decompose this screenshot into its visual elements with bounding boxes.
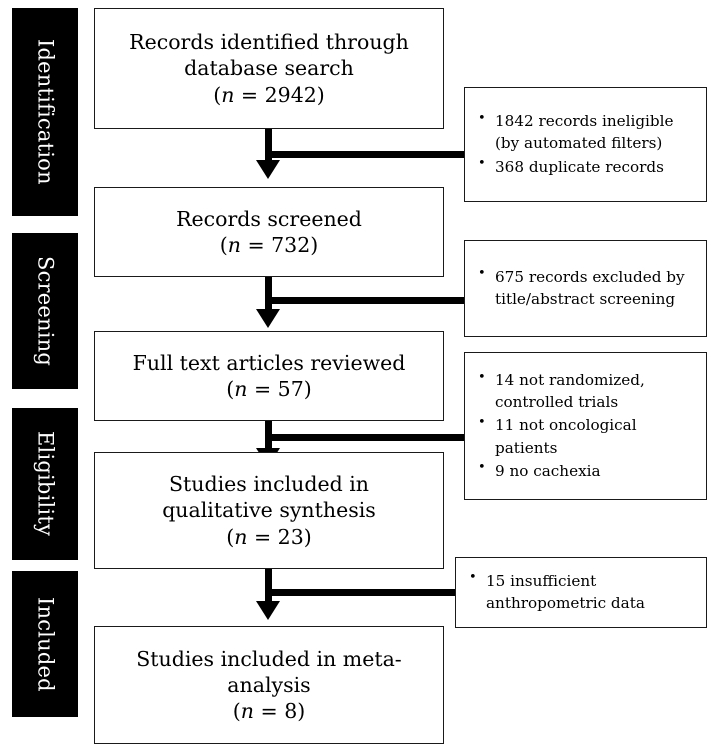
n-symbol: n [227,233,241,257]
flow-box-qualitative-synthesis: Studies included in qualitative synthesi… [94,452,444,569]
count-value: 8 [284,699,298,724]
connector-2-stem [265,277,272,314]
count-value: 57 [277,377,304,401]
connector-1-stem [265,129,272,165]
list-item: • 11 not oncological patients [478,414,698,458]
flow-box-count: (n = 23) [226,524,312,550]
flow-box-count: (n = 8) [233,698,305,724]
connector-2-arrowhead [256,309,280,328]
list-item: • 675 records excluded by title/abstract … [478,266,698,310]
flow-box-count: (n = 2942) [213,82,325,108]
list-item-text: 14 not randomized, controlled trials [495,371,645,412]
connector-4-stem [265,569,272,606]
count-value: 2942 [264,82,317,107]
connector-3-branch [265,434,466,441]
paren-open: ( [219,233,228,257]
exclusion-list: • 14 not randomized, controlled trials • 1… [471,369,698,482]
flow-box-count: (n = 57) [226,376,312,402]
paren-close: ) [303,524,312,549]
flow-box-records-screened: Records screened (n = 732) [94,187,444,277]
paren-open: ( [226,377,235,401]
stage-label-screening-text: Screening [33,255,58,367]
exclusion-list: • 15 insufficient anthropometric data [462,570,698,615]
equals-sign: = [234,82,265,107]
list-item-text: 675 records excluded by title/abstract s… [495,267,685,308]
list-item-text: 368 duplicate records [495,157,664,176]
connector-3-stem [265,421,272,453]
flow-box-line: Records identified through [129,30,409,55]
bullet-icon: • [478,266,486,282]
paren-open: ( [213,82,222,107]
n-symbol: n [234,524,248,549]
exclusion-box-eligibility: • 14 not randomized, controlled trials • 1… [464,352,707,500]
connector-1-branch [265,151,466,158]
flow-box-records-identified: Records identified through database sear… [94,8,444,129]
paren-close: ) [316,82,325,107]
flow-box-meta-analysis: Studies included in meta- analysis (n = … [94,626,444,744]
connector-4-arrowhead [256,601,280,620]
paren-close: ) [310,233,319,257]
list-item: • 9 no cachexia [478,460,698,482]
list-item-text: 15 insufficient anthropometric data [486,571,645,612]
n-symbol: n [234,377,248,401]
flow-box-line: qualitative synthesis [162,498,376,523]
list-item-text: 1842 records ineligible (by automated fi… [495,112,674,153]
bullet-icon: • [478,369,486,385]
equals-sign: = [247,524,278,549]
flow-box-line: Records screened [176,206,362,231]
connector-4-branch [265,589,457,596]
bullet-icon: • [469,570,477,586]
count-value: 732 [271,233,311,257]
n-symbol: n [221,82,235,107]
connector-2-branch [265,297,466,304]
paren-close: ) [303,377,312,401]
bullet-icon: • [478,414,486,430]
flow-box-line: Studies included in [169,472,369,497]
count-value: 23 [277,524,304,549]
flow-box-full-text-reviewed: Full text articles reviewed (n = 57) [94,331,444,421]
stage-label-eligibility-text: Eligibility [33,431,58,537]
equals-sign: = [247,377,278,401]
stage-label-included: Included [12,571,78,717]
paren-close: ) [297,699,306,724]
bullet-icon: • [478,460,486,476]
flow-box-line: Full text articles reviewed [132,350,406,375]
flow-box-line: database search [184,56,354,81]
paren-open: ( [226,524,235,549]
exclusion-box-screening: • 675 records excluded by title/abstract … [464,240,707,337]
bullet-icon: • [478,156,486,172]
flow-box-count: (n = 732) [220,232,319,258]
exclusion-box-included: • 15 insufficient anthropometric data [455,557,707,628]
stage-label-eligibility: Eligibility [12,408,78,560]
flow-box-line: analysis [227,672,311,697]
list-item: • 15 insufficient anthropometric data [469,570,698,614]
paren-open: ( [232,699,241,724]
connector-1-arrowhead [256,160,280,179]
bullet-icon: • [478,110,486,126]
exclusion-list: • 1842 records ineligible (by automated f… [471,110,698,178]
list-item: • 1842 records ineligible (by automated f… [478,110,698,154]
list-item: • 368 duplicate records [478,156,698,178]
stage-label-identification: Identification [12,8,78,216]
exclusion-box-identification: • 1842 records ineligible (by automated f… [464,87,707,202]
equals-sign: = [240,233,272,257]
stage-label-identification-text: Identification [33,39,58,185]
stage-label-included-text: Included [33,596,58,692]
stage-label-screening: Screening [12,233,78,389]
exclusion-list: • 675 records excluded by title/abstract … [471,266,698,311]
equals-sign: = [253,699,285,724]
list-item-text: 11 not oncological patients [495,416,637,457]
n-symbol: n [240,699,254,724]
list-item-text: 9 no cachexia [495,461,601,480]
list-item: • 14 not randomized, controlled trials [478,369,698,413]
flow-box-line: Studies included in meta- [136,646,402,671]
